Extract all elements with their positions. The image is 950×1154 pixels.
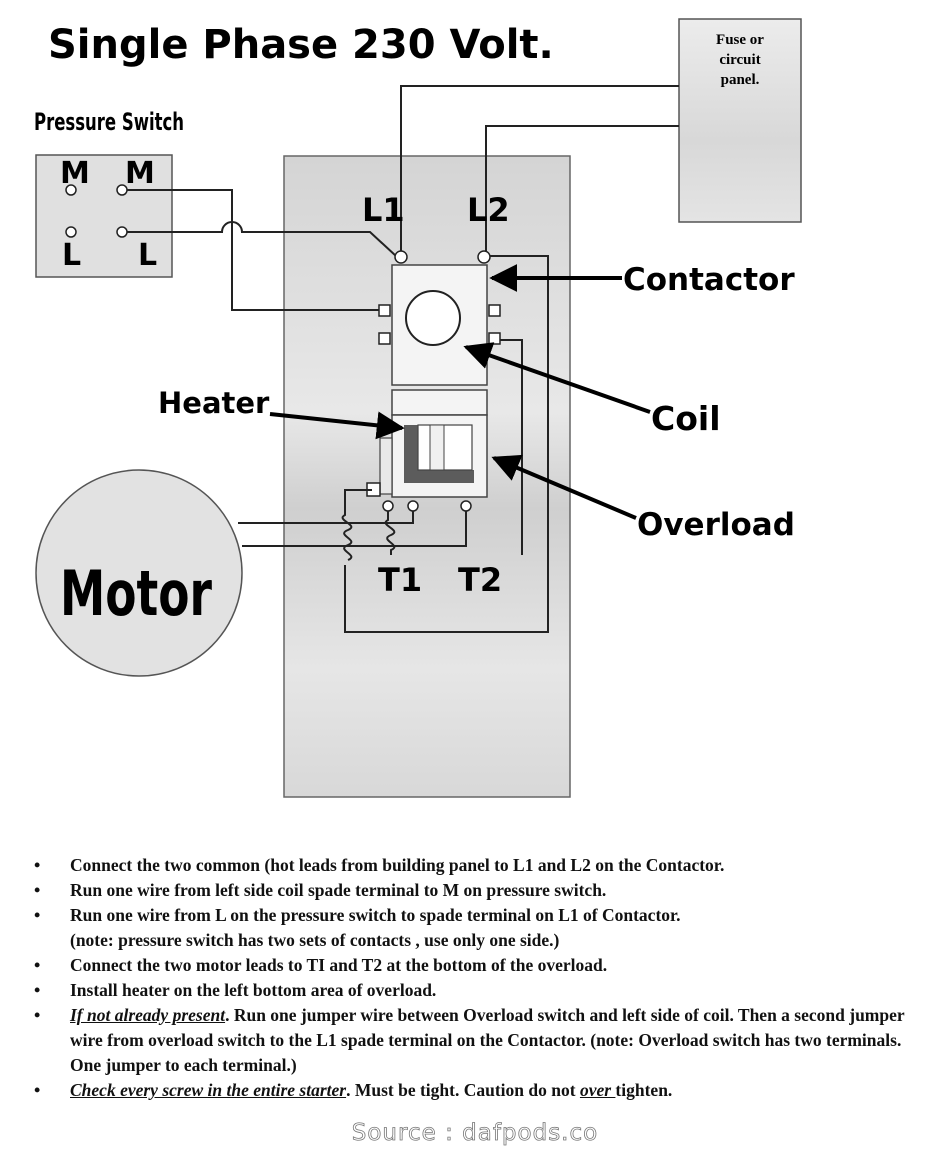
pressure-switch-label: Pressure Switch	[34, 108, 184, 136]
instruction-text: tighten.	[615, 1080, 673, 1100]
instruction-note: (note: pressure switch has two sets of c…	[70, 930, 560, 950]
pressure-switch-m-right: M	[125, 156, 155, 191]
coil-callout: Coil	[651, 399, 721, 438]
fuse-panel	[678, 18, 802, 223]
instruction-text: . Run one jumper wire between Overload s…	[70, 1005, 905, 1075]
wire-l-to-l1	[127, 221, 397, 257]
contactor-callout: Contactor	[623, 262, 795, 298]
t2-terminal-screw	[460, 500, 472, 512]
l2-terminal-screw	[477, 250, 491, 264]
instruction-emphasis: Check every screw in the entire starter	[70, 1080, 347, 1100]
wire-l1-supply	[400, 85, 679, 255]
instruction-emphasis: If not already present	[70, 1005, 226, 1025]
heater-slot	[417, 424, 473, 471]
pressure-switch-terminal	[116, 226, 128, 238]
pressure-switch-box	[35, 154, 173, 278]
overload-slot	[429, 424, 445, 471]
pressure-switch-l-right: L	[138, 238, 157, 273]
instruction-underline: over	[579, 1080, 616, 1100]
coil-circle	[405, 290, 461, 346]
terminal-t2-label: T2	[458, 561, 502, 599]
fuse-panel-label-line3: panel.	[721, 72, 760, 88]
coil-spade-terminal	[488, 304, 501, 317]
coil-spade-terminal	[378, 332, 391, 345]
overload-side-bar	[379, 437, 393, 495]
heater-callout: Heater	[158, 386, 270, 420]
diagram-title: Single Phase 230 Volt.	[48, 22, 554, 68]
instruction-text: Connect the two common (hot leads from b…	[70, 855, 725, 875]
pressure-switch-terminal	[65, 184, 77, 196]
motor-circle	[35, 469, 243, 677]
fuse-panel-label-line2: circuit	[719, 52, 760, 68]
instruction-text: . Must be tight. Caution do not	[346, 1080, 580, 1100]
instruction-item: Run one wire from left side coil spade t…	[30, 878, 930, 903]
instruction-item: Check every screw in the entire starter.…	[30, 1078, 930, 1103]
instruction-item: Connect the two motor leads to TI and T2…	[30, 953, 930, 978]
instruction-item: Run one wire from L on the pressure swit…	[30, 903, 930, 953]
fuse-panel-label-line1: Fuse or	[716, 32, 764, 48]
terminal-l2-label: L2	[467, 191, 510, 229]
heater-element	[404, 425, 418, 483]
motor-label: Motor	[60, 557, 212, 630]
wire-overload-jumper	[341, 489, 372, 561]
instruction-item: If not already present. Run one jumper w…	[30, 1003, 930, 1078]
overload-arrow	[491, 454, 637, 520]
source-watermark: Source : dafpods.co	[351, 1120, 599, 1147]
instructions-list: Connect the two common (hot leads from b…	[30, 853, 930, 1103]
instruction-item: Install heater on the left bottom area o…	[30, 978, 930, 1003]
pressure-switch-l-left: L	[62, 238, 81, 273]
heater-arrow	[269, 411, 405, 440]
coil-spade-terminal	[488, 332, 501, 345]
instruction-text: Run one wire from left side coil spade t…	[70, 880, 607, 900]
instruction-text: Run one wire from L on the pressure swit…	[70, 905, 681, 925]
wire-l2-supply	[485, 125, 679, 255]
heater-element	[404, 470, 474, 483]
wire-m-to-coil	[127, 189, 380, 311]
wire-l2-jumper	[344, 255, 549, 633]
wire-motor-lead-1	[238, 511, 414, 524]
instruction-text: Install heater on the left bottom area o…	[70, 980, 437, 1000]
coil-spade-terminal	[378, 304, 391, 317]
instruction-item: Connect the two common (hot leads from b…	[30, 853, 930, 878]
wiring-diagram: Single Phase 230 Volt. Fuse or circuit p…	[34, 18, 802, 798]
pressure-switch-terminal	[116, 184, 128, 196]
t1-terminal-screw	[407, 500, 419, 512]
terminal-l1-label: L1	[362, 191, 405, 229]
wire-motor-lead-2	[242, 511, 467, 547]
wire-coil-jumper	[500, 339, 523, 555]
overload-callout: Overload	[637, 507, 795, 543]
pressure-switch-terminal	[65, 226, 77, 238]
instruction-text: Connect the two motor leads to TI and T2…	[70, 955, 608, 975]
pressure-switch-m-left: M	[60, 156, 90, 191]
overload-body	[391, 389, 488, 416]
overload-screw	[382, 500, 394, 512]
coil-arrow	[463, 342, 651, 414]
l1-terminal-screw	[394, 250, 408, 264]
terminal-t1-label: T1	[378, 561, 422, 599]
